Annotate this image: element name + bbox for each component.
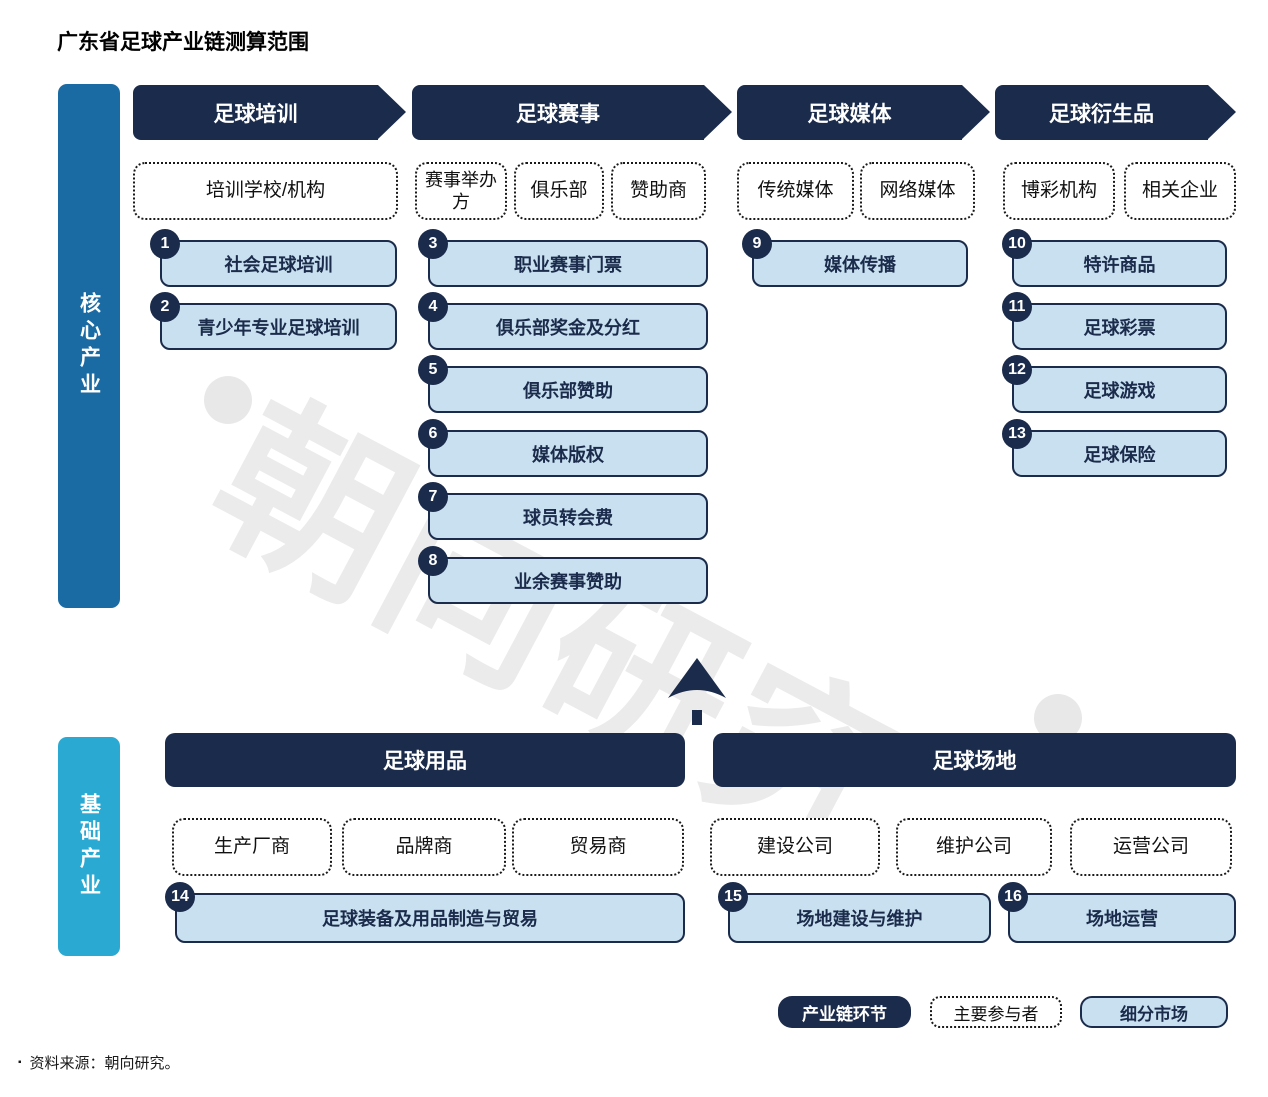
watermark-dot (204, 376, 252, 424)
segment-label: 足球保险 (1083, 444, 1156, 465)
segment-football-games: 12 足球游戏 (1002, 355, 1227, 413)
banner-football-media: 足球媒体 (737, 85, 990, 140)
participant-maintenance-companies: 维护公司 (896, 818, 1052, 876)
segment-equipment-manufacturing-trade: 14 足球装备及用品制造与贸易 (165, 882, 685, 943)
participant-construction-companies: 建设公司 (710, 818, 880, 876)
segment-number-badge: 1 (150, 229, 180, 259)
segment-media-rights: 6 媒体版权 (418, 419, 708, 477)
segment-youth-football-training: 2 青少年专业足球培训 (150, 292, 397, 350)
bullet-icon: ▪ (18, 1057, 22, 1068)
participant-sponsors: 赞助商 (611, 162, 706, 220)
segment-label: 场地建设与维护 (796, 909, 923, 929)
segment-number-badge: 16 (998, 882, 1028, 912)
segment-label: 俱乐部赞助 (523, 380, 613, 401)
segment-number-badge: 12 (1002, 355, 1032, 385)
segment-number-badge: 9 (742, 229, 772, 259)
participant-clubs: 俱乐部 (514, 162, 604, 220)
banner-football-training: 足球培训 (133, 85, 406, 140)
segment-media-communication: 9 媒体传播 (742, 229, 968, 287)
segment-licensed-merchandise: 10 特许商品 (1002, 229, 1227, 287)
banner-football-derivatives: 足球衍生品 (995, 85, 1236, 140)
up-arrow-icon (668, 658, 726, 725)
participant-event-organizers: 赛事举办方 (415, 162, 507, 220)
legend-main-participants: 主要参与者 (930, 996, 1062, 1028)
participant-betting-agencies: 博彩机构 (1003, 162, 1115, 220)
segment-number-badge: 4 (418, 292, 448, 322)
base-industry-bar: 基础产业 (58, 737, 120, 956)
segment-player-transfer-fees: 7 球员转会费 (418, 482, 708, 540)
segment-label: 足球装备及用品制造与贸易 (322, 909, 538, 929)
banner-football-events: 足球赛事 (412, 85, 732, 140)
page-title: 广东省足球产业链测算范围 (57, 31, 309, 54)
segment-number-badge: 3 (418, 229, 448, 259)
segment-club-prize-dividends: 4 俱乐部奖金及分红 (418, 292, 708, 350)
participant-brand-owners: 品牌商 (342, 818, 506, 876)
segment-label: 足球游戏 (1083, 380, 1156, 401)
segment-number-badge: 8 (418, 546, 448, 576)
segment-number-badge: 13 (1002, 419, 1032, 449)
segment-label: 场地运营 (1086, 909, 1158, 929)
segment-label: 特许商品 (1083, 254, 1156, 275)
segment-amateur-event-sponsorship: 8 业余赛事赞助 (418, 546, 708, 604)
segment-number-badge: 15 (718, 882, 748, 912)
source-note-text: 资料来源：朝向研究。 (29, 1055, 180, 1072)
participant-online-media: 网络媒体 (860, 162, 975, 220)
header-football-goods: 足球用品 (165, 733, 685, 787)
segment-number-badge: 11 (1002, 292, 1032, 322)
segment-venue-operation: 16 场地运营 (998, 882, 1236, 943)
participant-training-schools: 培训学校/机构 (133, 162, 398, 220)
segment-label: 媒体版权 (532, 444, 604, 465)
participant-related-companies: 相关企业 (1124, 162, 1236, 220)
segment-label: 青少年专业足球培训 (197, 317, 360, 338)
segment-label: 球员转会费 (523, 507, 613, 528)
segment-number-badge: 6 (418, 419, 448, 449)
segment-football-insurance: 13 足球保险 (1002, 419, 1227, 477)
segment-pro-event-tickets: 3 职业赛事门票 (418, 229, 708, 287)
participant-operating-companies: 运营公司 (1070, 818, 1232, 876)
segment-label: 业余赛事赞助 (514, 571, 622, 592)
segment-venue-construction-maintenance: 15 场地建设与维护 (718, 882, 991, 943)
participant-traders: 贸易商 (512, 818, 684, 876)
segment-social-football-training: 1 社会足球培训 (150, 229, 397, 287)
header-football-venues: 足球场地 (713, 733, 1236, 787)
segment-label: 媒体传播 (824, 254, 896, 275)
core-industry-bar: 核心产业 (58, 84, 120, 608)
legend-industry-chain-link: 产业链环节 (778, 996, 911, 1028)
core-industry-label: 核心产业 (77, 292, 101, 400)
segment-label: 职业赛事门票 (514, 254, 622, 275)
segment-number-badge: 2 (150, 292, 180, 322)
segment-number-badge: 5 (418, 355, 448, 385)
source-note: ▪ 资料来源：朝向研究。 (18, 1052, 180, 1073)
segment-club-sponsorship: 5 俱乐部赞助 (418, 355, 708, 413)
segment-number-badge: 10 (1002, 229, 1032, 259)
base-industry-label: 基础产业 (77, 792, 101, 901)
segment-number-badge: 7 (418, 482, 448, 512)
legend-market-segments: 细分市场 (1080, 996, 1228, 1028)
segment-label: 俱乐部奖金及分红 (496, 317, 640, 338)
segment-football-lottery: 11 足球彩票 (1002, 292, 1227, 350)
participant-traditional-media: 传统媒体 (737, 162, 854, 220)
participant-manufacturers: 生产厂商 (172, 818, 332, 876)
segment-label: 社会足球培训 (224, 254, 333, 275)
segment-label: 足球彩票 (1083, 317, 1156, 338)
segment-number-badge: 14 (165, 882, 195, 912)
